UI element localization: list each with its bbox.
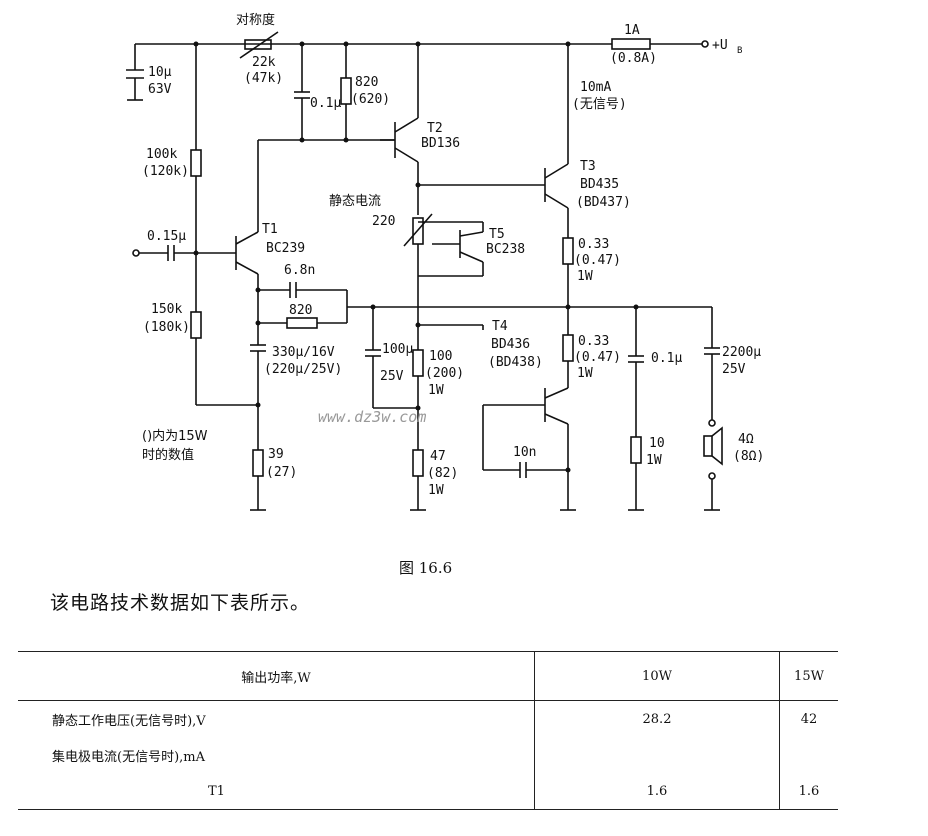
label-c10u: 10μ [148,65,172,80]
label-c-in: 0.15μ [147,229,186,244]
table-cell: 42 [779,700,838,737]
spec-table: 输出功率,W 10W 15W 静态工作电压(无信号时),V 28.2 42 集电… [18,651,838,810]
label-r820-top-15w: (620) [351,92,390,107]
label-t1-part: BC239 [266,241,305,256]
table-row: 集电极电流(无信号时),mA [18,737,838,773]
label-pot220: 220 [372,214,395,229]
label-r820-fb: 820 [289,303,312,318]
label-t3-part: BD435 [580,177,619,192]
note-line-2: 时的数值 [142,447,194,463]
label-t5: T5 [489,227,505,242]
label-r10-w: 1W [646,453,662,468]
header-cell: 10W [534,651,780,701]
label-pot22k: 22k [252,55,276,70]
label-rail-sub: B [737,46,742,56]
label-r150k-15w: (180k) [143,320,190,335]
table-cell: 集电极电流(无信号时),mA [52,749,205,765]
label-c01u-top: 0.1μ [310,96,341,111]
label-t4-part: BD436 [491,337,530,352]
label-c10u-v: 63V [148,82,172,97]
amplifier-schematic: 对称度 1A (0.8A) +U B 10μ 63V 22k (47k) 0.1… [126,12,764,511]
label-quiescent: 静态电流 [329,194,381,209]
label-r100-w: 1W [428,383,444,398]
table-cell [534,737,780,773]
label-symmetry: 对称度 [236,12,275,28]
label-i10ma: 10mA [580,80,611,95]
label-r39: 39 [268,447,284,462]
label-r033-top: 0.33 [578,237,609,252]
label-t2: T2 [427,121,443,136]
label-r39-15w: (27) [266,465,297,480]
header-cell: 输出功率,W [18,651,535,701]
label-r033-bot-w: 1W [577,366,593,381]
label-r47: 47 [430,449,446,464]
label-t1: T1 [262,222,278,237]
label-c68n: 6.8n [284,263,315,278]
label-t3-part-15w: (BD437) [576,195,631,210]
label-c01u-out: 0.1μ [651,351,682,366]
label-c330u: 330μ/16V [272,345,335,360]
label-c2200u-v: 25V [722,362,746,377]
watermark: www.dz3w.com [318,408,426,426]
label-i10ma-note: (无信号) [572,97,627,112]
intro-text: 该电路技术数据如下表所示。 [50,592,311,614]
label-r033-top-w: 1W [577,269,593,284]
table-cell: 1.6 [534,773,780,810]
label-c2200u: 2200μ [722,345,761,360]
label-r150k: 150k [151,302,182,317]
table-cell: 1.6 [779,773,838,810]
label-t5-part: BC238 [486,242,525,257]
label-c10n: 10n [513,445,536,460]
label-fuse-15w: (0.8A) [610,51,657,66]
label-c330u-15w: (220μ/25V) [264,362,342,377]
table-header-row: 输出功率,W 10W 15W [18,651,838,701]
label-fuse: 1A [624,23,640,38]
table-row: T1 1.6 1.6 [18,773,838,810]
label-rail: +U [712,38,728,53]
label-r100: 100 [429,349,452,364]
label-r47-w: 1W [428,483,444,498]
label-pot22k-15w: (47k) [244,71,283,86]
table-row: 静态工作电压(无信号时),V 28.2 42 [18,700,838,737]
label-c100u-v: 25V [380,369,404,384]
header-cell: 15W [779,651,838,701]
table-cell: 28.2 [534,700,780,737]
table-cell [779,737,838,773]
label-t2-part: BD136 [421,136,460,151]
label-c100u: 100μ [382,342,413,357]
label-r47-15w: (82) [427,466,458,481]
label-r10: 10 [649,436,665,451]
label-r820-top: 820 [355,75,378,90]
note-line-1: ()内为15W [142,428,208,444]
label-r100-15w: (200) [425,366,464,381]
table-cell: 静态工作电压(无信号时),V [52,713,206,729]
label-r033-top-15w: (0.47) [574,253,621,268]
label-t3: T3 [580,159,596,174]
figure-caption: 图 16.6 [399,559,453,577]
label-t4-part-15w: (BD438) [488,355,543,370]
table-cell: T1 [208,783,225,799]
label-spk-15w: (8Ω) [733,449,764,464]
label-r033-bot-15w: (0.47) [574,350,621,365]
label-r100k-15w: (120k) [142,164,189,179]
label-spk: 4Ω [738,432,754,447]
label-r100k: 100k [146,147,177,162]
label-t4: T4 [492,319,508,334]
label-r033-bot: 0.33 [578,334,609,349]
